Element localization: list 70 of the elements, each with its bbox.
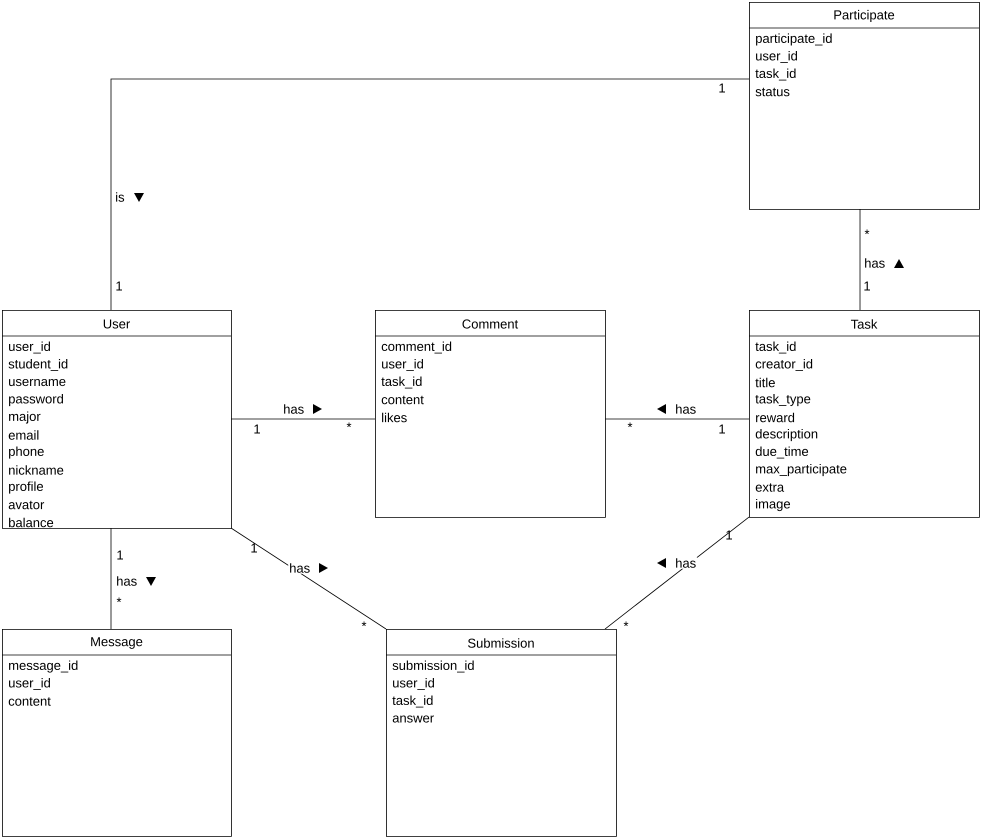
class-name: Message (91, 637, 142, 649)
edge-label: has (117, 576, 137, 586)
attribute: user_id (756, 51, 797, 63)
attribute: student_id (8, 359, 68, 371)
attribute: answer (392, 715, 434, 723)
attribute: username (9, 378, 66, 386)
multiplicity: 1 (254, 424, 260, 434)
attribute: max_participate (756, 464, 846, 476)
multiplicity: 1 (719, 424, 725, 434)
attribute: task_id (392, 696, 433, 708)
class-name: User (104, 319, 130, 329)
attribute: task_type (755, 394, 810, 406)
attribute: image (756, 498, 790, 512)
attribute: task_id (755, 68, 796, 80)
class-name: Participate (834, 10, 894, 22)
attribute: creator_id (756, 359, 812, 371)
multiplicity: * (864, 230, 870, 234)
edge-label: has (284, 404, 304, 414)
edge-label: has (676, 558, 696, 568)
attribute: due_time (756, 446, 808, 459)
connector-line (604, 418, 750, 420)
connector-line (604, 516, 750, 630)
attribute: user_id (393, 678, 434, 690)
attribute: message_id (9, 660, 78, 673)
connector-line (230, 418, 376, 420)
attribute: comment_id (382, 342, 452, 354)
attribute: submission_id (392, 660, 474, 673)
attribute: user_id (382, 359, 423, 371)
attribute: email (8, 430, 38, 440)
attribute: phone (9, 446, 44, 459)
class-name: Task (850, 319, 878, 329)
multiplicity: * (362, 622, 366, 626)
multiplicity: * (346, 422, 352, 428)
edge-label: has (865, 258, 885, 268)
class-name: Comment (462, 319, 518, 329)
edge-label: has (290, 563, 310, 573)
attribute: profile (9, 481, 44, 494)
multiplicity: 1 (117, 550, 123, 560)
attribute: likes (382, 412, 407, 422)
attribute: user_id (9, 678, 50, 690)
attribute: participate_id (756, 33, 832, 46)
attribute: status (756, 88, 790, 96)
attribute: extra (756, 483, 784, 492)
multiplicity: 1 (719, 84, 725, 92)
attribute: content (8, 697, 51, 706)
edge-label: is (116, 192, 124, 202)
attribute: major (9, 411, 40, 424)
attribute: task_id (381, 376, 422, 388)
multiplicity: * (628, 422, 632, 428)
multiplicity: 1 (116, 282, 122, 290)
connector-line (230, 528, 386, 630)
attribute: password (9, 394, 63, 406)
edge-label: has (676, 404, 696, 414)
attribute: user_id (9, 342, 50, 354)
attribute: nickname (9, 465, 64, 475)
attribute: description (756, 428, 818, 442)
attribute: task_id (755, 342, 796, 354)
multiplicity: 1 (726, 530, 732, 540)
connector-line (110, 78, 750, 310)
multiplicity: * (116, 598, 122, 602)
attribute: content (382, 396, 424, 404)
multiplicity: 1 (251, 544, 257, 552)
attribute: balance (9, 518, 54, 528)
attribute: title (755, 378, 775, 388)
multiplicity: 1 (864, 282, 870, 290)
attribute: reward (756, 412, 794, 422)
connector-line (110, 528, 112, 630)
attribute: avator (8, 500, 44, 510)
multiplicity: * (624, 622, 628, 626)
class-name: Submission (468, 638, 534, 648)
